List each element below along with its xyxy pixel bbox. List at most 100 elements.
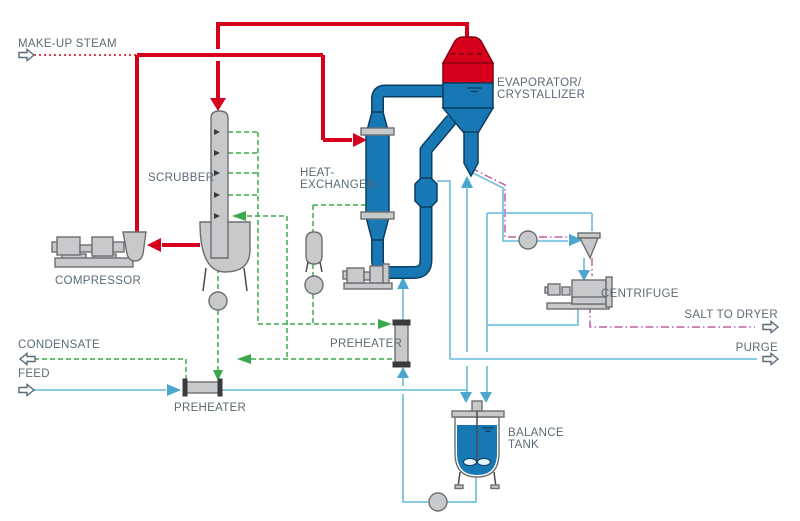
coupling	[79, 244, 93, 253]
spray-nozzle-icon	[214, 170, 220, 176]
evaporator-label-1: EVAPORATOR/	[497, 77, 582, 89]
flange	[392, 319, 411, 326]
expansion-joint	[414, 177, 438, 208]
down-arrow-icon	[460, 392, 472, 403]
tank-recirculation-line	[402, 378, 477, 503]
down-arrow-icon	[213, 370, 223, 381]
pump-icon	[304, 275, 324, 295]
level-mark-icon	[482, 427, 494, 432]
process-lines	[34, 167, 757, 503]
flange	[217, 378, 223, 397]
motor	[56, 236, 81, 256]
spray-nozzle-icon	[214, 213, 220, 219]
cyclone-top-line	[487, 212, 593, 231]
preheater-horizontal	[182, 378, 223, 397]
coupling	[561, 286, 571, 296]
foot	[454, 484, 464, 490]
gearbox	[91, 236, 114, 257]
purge-line	[437, 180, 757, 360]
left-arrow-icon	[147, 238, 161, 252]
salt-to-dryer-label: SALT TO DRYER	[684, 309, 778, 321]
baseplate	[54, 257, 134, 268]
riser-pipe	[421, 115, 456, 181]
centrifuge	[544, 276, 613, 310]
up-arrow-icon	[397, 367, 409, 378]
scrubber-column	[210, 110, 229, 259]
right-arrow-icon	[167, 384, 181, 396]
up-arrow-icon	[461, 176, 473, 188]
hx-top-flange	[360, 127, 395, 136]
compressed-vapour-line	[135, 53, 325, 233]
motor	[346, 267, 365, 284]
scrubber	[199, 110, 251, 292]
preheater-horizontal-label: PREHEATER	[174, 402, 246, 414]
balance-tank	[451, 400, 505, 490]
pump-icon	[428, 492, 448, 512]
preheater-vertical-label: PREHEATER	[330, 338, 402, 350]
down-arrow-icon	[480, 392, 492, 403]
condensate-vessel	[305, 231, 323, 273]
salt-slurry-line	[470, 167, 568, 238]
agitator-motor	[471, 400, 483, 412]
cyclone-cone	[578, 237, 600, 260]
level-mark-icon	[467, 87, 482, 93]
drum-legs	[202, 267, 248, 292]
scrubber-label: SCRUBBER	[148, 172, 214, 184]
evaporator-outlet-pipe	[463, 131, 479, 178]
compressor	[51, 231, 147, 268]
feed-label: FEED	[18, 368, 50, 380]
hydrocyclone	[577, 232, 601, 260]
evaporator-red-band	[442, 62, 494, 84]
spray-nozzle-icon	[214, 150, 220, 156]
up-arrow-icon	[397, 277, 409, 289]
pump-icon	[518, 230, 538, 250]
spray-nozzle-icon	[214, 192, 220, 198]
heat-exchanger-label-2: EXCHANGER	[300, 179, 376, 191]
evaporator-label-2: CRYSTALLIZER	[497, 89, 585, 101]
compressor-label: COMPRESSOR	[55, 275, 141, 287]
feed-arrow-icon	[18, 383, 36, 397]
purge-label: PURGE	[736, 342, 778, 354]
preheater-vertical	[392, 319, 411, 368]
shaft-block	[112, 241, 125, 253]
preheater-shell	[185, 381, 220, 394]
tank-lid	[451, 410, 505, 418]
down-arrow-icon	[578, 270, 590, 281]
heat-exchanger-label-1: HEAT-	[300, 167, 335, 179]
circulation-pump	[342, 263, 393, 290]
baseplate	[343, 282, 393, 290]
hx-shell	[365, 132, 390, 219]
evaporator-vapour-line	[218, 22, 469, 40]
fan-scroll	[122, 231, 147, 262]
vessel-legs	[305, 261, 323, 273]
left-arrow-icon	[232, 211, 246, 221]
circulation-pipe	[372, 205, 431, 278]
right-arrow-icon	[353, 133, 367, 147]
makeup-steam-arrow-icon	[18, 48, 36, 62]
evaporator-body	[442, 82, 494, 109]
boundary-arrows	[18, 48, 780, 397]
condensate-label: CONDENSATE	[18, 339, 100, 351]
cyclone-flange	[577, 232, 601, 239]
salt-arrow-icon	[762, 320, 780, 334]
foot	[490, 484, 500, 490]
spray-nozzle-icon	[214, 129, 220, 135]
motor	[547, 283, 561, 296]
centrifuge-centrate-line	[487, 305, 579, 326]
diagram-labels: MAKE-UP STEAM SCRUBBER COMPRESSOR HEAT- …	[18, 38, 778, 451]
flange	[392, 361, 411, 368]
centrifuge-label: CENTRIFUGE	[601, 288, 679, 300]
hx-bottom-flange	[360, 211, 395, 220]
steam-lines	[34, 22, 469, 252]
balance-tank-label-1: BALANCE	[508, 427, 564, 439]
heat-exchanger	[360, 111, 395, 241]
circulation-piping	[371, 84, 457, 279]
condensate-arrow-icon	[18, 352, 36, 366]
agitator-blade	[463, 458, 477, 466]
down-arrow-icon	[210, 98, 226, 111]
right-arrow-icon	[569, 234, 583, 246]
pump-body	[369, 265, 384, 284]
coupling	[363, 271, 371, 281]
